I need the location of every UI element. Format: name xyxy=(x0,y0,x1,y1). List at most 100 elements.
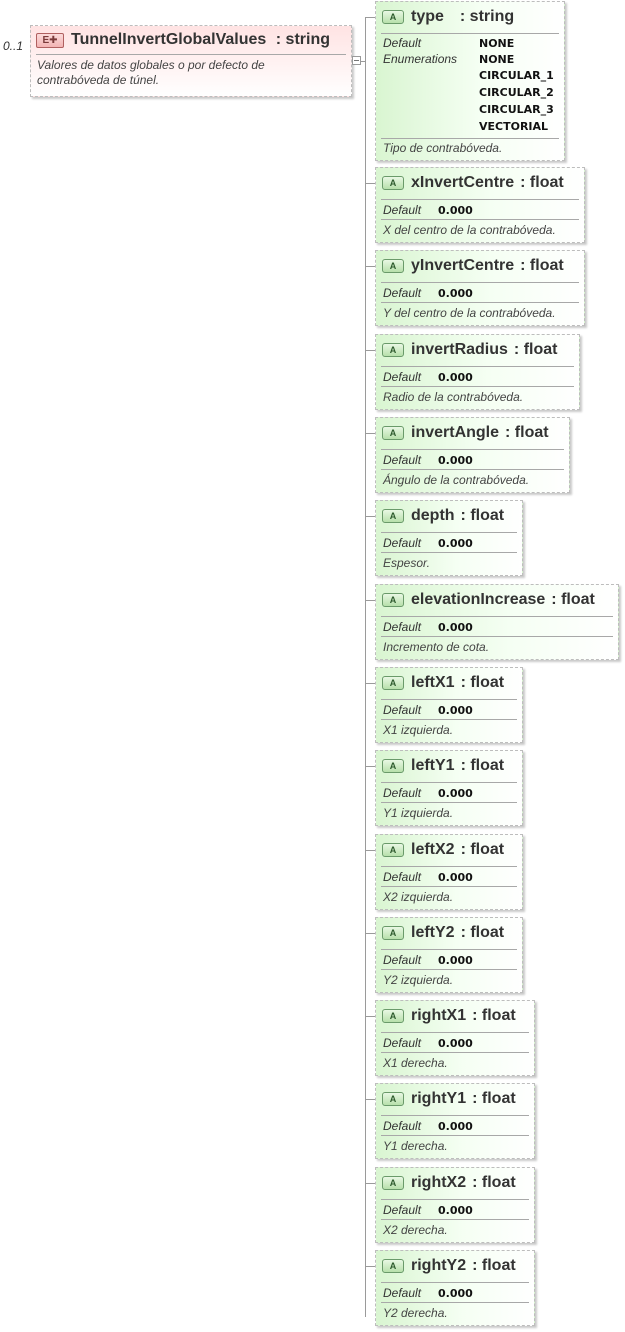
attribute-elevationIncrease[interactable]: A elevationIncrease : float Default 0.00… xyxy=(375,584,619,660)
attribute-divider xyxy=(381,302,579,303)
attribute-divider xyxy=(381,866,517,867)
attribute-type-label: : float xyxy=(472,1090,516,1107)
default-value: 0.000 xyxy=(438,954,473,967)
attribute-xInvertCentre[interactable]: A xInvertCentre : float Default 0.000 X … xyxy=(375,167,585,243)
attribute-leftY1[interactable]: A leftY1 : float Default 0.000 Y1 izquie… xyxy=(375,750,523,826)
attribute-icon: A xyxy=(382,759,404,773)
connector-line xyxy=(365,17,375,18)
attribute-divider xyxy=(381,219,579,220)
attribute-documentation: Espesor. xyxy=(383,556,430,570)
default-label: Default xyxy=(383,370,422,384)
attribute-divider xyxy=(381,616,613,617)
attribute-name: invertRadius xyxy=(411,341,508,358)
attribute-documentation: X1 derecha. xyxy=(383,1056,448,1070)
default-value: 0.000 xyxy=(438,1287,473,1300)
connector-line xyxy=(365,1183,375,1184)
attribute-type-label: : float xyxy=(460,507,505,524)
default-value: 0.000 xyxy=(438,1120,473,1133)
attribute-type-label: : float xyxy=(520,257,564,274)
attribute-invertRadius[interactable]: A invertRadius : float Default 0.000 Rad… xyxy=(375,334,580,410)
attribute-type-label: : float xyxy=(472,1007,516,1024)
default-value: 0.000 xyxy=(438,537,473,550)
attribute-icon: A xyxy=(382,1259,404,1273)
default-value: 0.000 xyxy=(438,787,473,800)
attribute-divider xyxy=(381,1032,529,1033)
attribute-icon: A xyxy=(382,10,404,24)
element-divider xyxy=(36,54,346,55)
attribute-icon: A xyxy=(382,593,404,607)
attribute-divider xyxy=(381,699,517,700)
element-header: E✚ TunnelInvertGlobalValues : string xyxy=(36,30,330,50)
default-value: 0.000 xyxy=(438,1037,473,1050)
attribute-documentation: Y2 derecha. xyxy=(383,1306,448,1320)
attribute-rightY2[interactable]: A rightY2 : float Default 0.000 Y2 derec… xyxy=(375,1250,535,1326)
attribute-name: rightX2 xyxy=(411,1174,467,1191)
default-label: Default xyxy=(383,703,422,717)
attribute-leftX1[interactable]: A leftX1 : float Default 0.000 X1 izquie… xyxy=(375,667,523,743)
attribute-type-label: : float xyxy=(472,1257,516,1274)
attribute-name: invertAngle xyxy=(411,424,500,441)
element-box[interactable]: E✚ TunnelInvertGlobalValues : string Val… xyxy=(30,25,352,97)
attribute-leftY2[interactable]: A leftY2 : float Default 0.000 Y2 izquie… xyxy=(375,917,523,993)
attribute-divider xyxy=(381,719,517,720)
attribute-divider xyxy=(381,949,517,950)
attribute-icon: A xyxy=(382,1092,404,1106)
connector-line xyxy=(365,600,375,601)
attribute-icon: A xyxy=(382,1176,404,1190)
attribute-divider xyxy=(381,636,613,637)
attribute-type[interactable]: A type : string Default NONE Enumeration… xyxy=(375,1,565,161)
attribute-divider xyxy=(381,199,579,200)
default-label: Default xyxy=(383,953,422,967)
default-value: 0.000 xyxy=(438,1204,473,1217)
attribute-divider xyxy=(381,1219,529,1220)
attribute-type-label: : float xyxy=(460,757,505,774)
attribute-divider xyxy=(381,366,574,367)
attribute-documentation: Tipo de contrabóveda. xyxy=(383,141,503,155)
connector-line xyxy=(365,516,375,517)
attribute-type-label: : float xyxy=(513,341,558,358)
default-label: Default xyxy=(383,286,422,300)
attribute-rightX1[interactable]: A rightX1 : float Default 0.000 X1 derec… xyxy=(375,1000,535,1076)
attribute-icon: A xyxy=(382,1009,404,1023)
attribute-icon: A xyxy=(382,926,404,940)
attribute-type-label: : float xyxy=(472,1174,516,1191)
attribute-icon: A xyxy=(382,176,404,190)
attribute-documentation: X1 izquierda. xyxy=(383,723,454,737)
attribute-invertAngle[interactable]: A invertAngle : float Default 0.000 Ángu… xyxy=(375,417,570,493)
attribute-icon: A xyxy=(382,509,404,523)
attribute-rightY1[interactable]: A rightY1 : float Default 0.000 Y1 derec… xyxy=(375,1083,535,1159)
element-title: TunnelInvertGlobalValues : string xyxy=(71,31,330,49)
element-cardinality: 0..1 xyxy=(3,39,24,53)
connector-line xyxy=(365,350,375,351)
attribute-divider xyxy=(381,1115,529,1116)
attribute-name: rightY2 xyxy=(411,1257,467,1274)
default-value: 0.000 xyxy=(438,287,473,300)
attribute-divider xyxy=(381,1135,529,1136)
collapse-toggle-icon[interactable] xyxy=(352,56,361,65)
attribute-documentation: X del centro de la contrabóveda. xyxy=(383,223,556,237)
element-doc-line-2: contrabóveda de túnel. xyxy=(37,73,160,87)
attribute-yInvertCentre[interactable]: A yInvertCentre : float Default 0.000 Y … xyxy=(375,250,585,326)
default-label: Default xyxy=(383,36,422,50)
attribute-name: leftY1 xyxy=(411,757,455,774)
default-value: 0.000 xyxy=(438,204,473,217)
connector-line xyxy=(365,850,375,851)
attribute-documentation: X2 izquierda. xyxy=(383,890,454,904)
attribute-documentation: Radio de la contrabóveda. xyxy=(383,390,524,404)
default-label: Default xyxy=(383,536,422,550)
attribute-name: rightX1 xyxy=(411,1007,467,1024)
attribute-documentation: Incremento de cota. xyxy=(383,640,490,654)
attribute-type-label: : float xyxy=(520,174,564,191)
attribute-documentation: X2 derecha. xyxy=(383,1223,448,1237)
attribute-depth[interactable]: A depth : float Default 0.000 Espesor. xyxy=(375,500,523,576)
enumeration-value: CIRCULAR_2 xyxy=(479,86,554,99)
attribute-rightX2[interactable]: A rightX2 : float Default 0.000 X2 derec… xyxy=(375,1167,535,1243)
connector-line xyxy=(365,433,375,434)
attribute-leftX2[interactable]: A leftX2 : float Default 0.000 X2 izquie… xyxy=(375,834,523,910)
attribute-name: leftX1 xyxy=(411,674,455,691)
connector-line xyxy=(365,1099,375,1100)
connector-line xyxy=(365,1016,375,1017)
default-value: 0.000 xyxy=(438,371,473,384)
default-label: Default xyxy=(383,1036,422,1050)
enumeration-value: CIRCULAR_1 xyxy=(479,69,554,82)
